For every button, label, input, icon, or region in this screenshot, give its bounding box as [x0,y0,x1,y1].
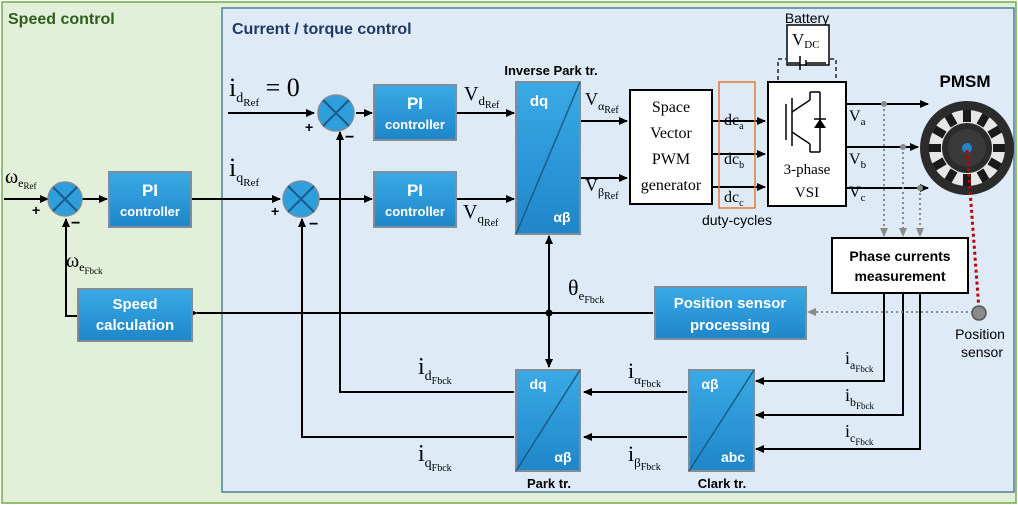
svg-text:αβ: αβ [701,376,719,392]
svg-text:Speed: Speed [112,296,157,313]
svg-text:PWM: PWM [652,151,690,168]
duty-cycle-box [718,81,756,209]
duty-label-b: dcb [724,151,744,171]
svg-text:Position sensor: Position sensor [674,295,787,312]
svg-text:PI: PI [407,94,423,113]
current-control-title: Current / torque control [232,21,412,38]
stator-slot [976,168,990,183]
sign-minus-speed: − [71,215,80,232]
sensor-link-line [965,149,981,311]
svg-text:PI: PI [142,181,158,200]
duty-label-a: dca [724,112,744,132]
svg-text:Phase currents: Phase currents [849,248,950,264]
omega-ref-label: ωeRef [5,166,37,191]
ibeta-fbck-label: iβFbck [628,441,661,473]
ic-fbck-label: icFbck [845,421,874,447]
svg-text:Space: Space [652,99,690,116]
position-sensor-label-2: sensor [961,344,1003,360]
svg-text:dq: dq [530,93,548,110]
position-sensor-icon [971,305,987,321]
summer-d [317,94,355,132]
park-caption: Park tr. [527,476,571,491]
clark-block: αβ abc [688,369,755,472]
svg-text:VSI: VSI [795,185,819,201]
inverse-park-block: dq αβ [515,81,581,235]
svg-text:controller: controller [385,204,445,219]
park-block: dq αβ [515,369,581,472]
svg-text:calculation: calculation [96,317,174,334]
id-fbck-label: idFbck [418,354,452,387]
pi-q-controller: PI controller [373,171,457,228]
svg-text:measurement: measurement [854,268,945,284]
stator-slot [932,157,947,171]
stator-slot [976,113,990,128]
stator-slot [963,110,971,122]
position-sensor-label-1: Position [955,326,1005,342]
ialpha-fbck-label: iαFbck [628,358,661,390]
svg-text:abc: abc [721,449,745,465]
theta-junction [545,309,553,317]
svg-text:αβ: αβ [554,449,572,465]
vsi-block: 3-phase VSI [767,81,847,207]
inverse-park-caption: Inverse Park tr. [504,63,597,78]
stator-slot [993,144,1005,152]
stator-slot [944,168,958,183]
summer-speed [47,181,83,217]
sign-plus-speed: + [32,202,40,218]
svg-text:PI: PI [407,181,423,200]
stator-slot [963,174,971,186]
vb-label: Vb [849,151,867,171]
vbeta-ref-label: VβRef [585,175,619,202]
sign-minus-d: − [345,129,354,146]
svg-text:Vector: Vector [650,125,692,142]
clark-caption: Clark tr. [698,476,746,491]
id-ref-label: idRef = 0 [229,73,300,109]
sign-plus-d: + [305,119,313,135]
iq-ref-label: iqRef [229,153,259,189]
omega-fbck-label: ωeFbck [66,250,103,276]
position-sensor-processing-block: Position sensor processing [654,286,807,340]
stator-slot [987,157,1002,171]
ia-fbck-label: iaFbck [845,348,874,374]
svg-text:processing: processing [690,317,770,334]
speed-calculation-block: Speed calculation [77,288,193,342]
battery-symbol [777,24,837,80]
svpwm-block: Space Vector PWM generator [629,89,713,205]
duty-cycles-caption: duty-cycles [702,212,772,228]
duty-label-c: dcc [724,189,744,209]
pi-speed-controller: PI controller [108,171,192,228]
stator-slot [944,113,958,128]
vd-ref-label: VdRef [464,83,500,111]
svg-text:dq: dq [529,376,546,392]
svg-text:generator: generator [641,177,702,194]
vc-label: Vc [849,184,866,204]
pmsm-label: PMSM [940,72,991,91]
ib-fbck-label: ibFbck [845,385,875,411]
sign-minus-q: − [309,216,318,233]
svg-text:αβ: αβ [553,209,571,225]
stator-slot [932,125,947,139]
vdc-label: VDC [792,30,820,51]
summer-q [282,180,320,218]
valpha-ref-label: VαRef [585,89,619,116]
pi-d-controller: PI controller [373,84,457,141]
phase-currents-measurement-block: Phase currents measurement [831,237,969,294]
svg-text:controller: controller [385,117,445,132]
speed-control-title: Speed control [8,11,115,28]
svg-text:3-phase: 3-phase [784,162,831,178]
theta-fbck-label: θeFbck [568,275,604,306]
stator-slot [987,125,1002,139]
tap-points [881,101,923,191]
svg-text:controller: controller [120,204,180,219]
vq-ref-label: VqRef [463,201,499,229]
pmsm-motor-icon [920,101,1014,195]
sign-plus-q: + [271,203,279,219]
stator-slot [929,144,941,152]
va-label: Va [849,108,866,128]
measurement-taps [807,104,978,316]
iq-fbck-label: iqFbck [418,441,452,474]
battery-caption: Battery [785,10,829,26]
